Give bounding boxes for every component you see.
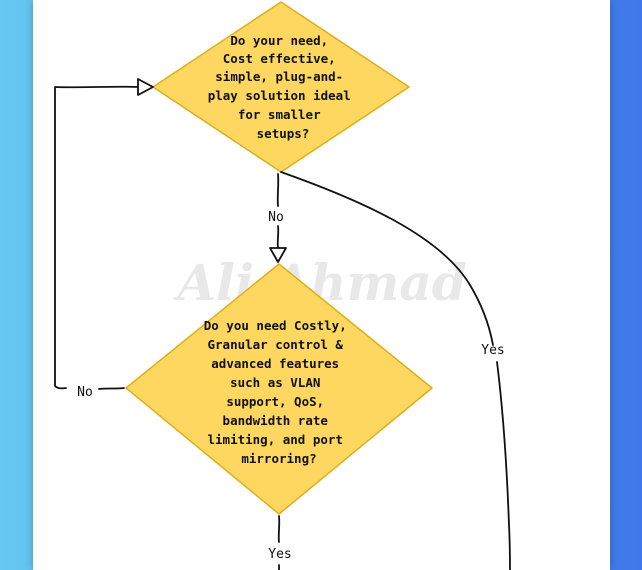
decision-q1-line: simple, plug-and- — [215, 69, 343, 84]
decision-q1-line: setups? — [257, 126, 310, 141]
decision-q1-line: Cost effective, — [223, 51, 336, 66]
decision-q2-line: Granular control & — [208, 337, 344, 352]
decision-q2-line: Do you need Costly, — [204, 318, 347, 333]
edge-q2-no — [54, 78, 154, 390]
edge-label-q2-yes: Yes — [268, 547, 291, 562]
decision-q2-line: such as VLAN — [230, 375, 320, 390]
decision-node-q1 — [152, 1, 410, 173]
decision-q2-line: bandwidth rate — [223, 413, 329, 428]
decision-q2-line: advanced features — [211, 356, 339, 371]
edge-q1-no — [269, 173, 287, 263]
decision-q1-line: for smaller — [238, 107, 321, 122]
decision-q1-text: Do your need, Cost effective, simple, pl… — [208, 33, 359, 141]
arrowhead-icon — [269, 247, 287, 263]
edge-label-q1-yes: Yes — [481, 343, 504, 358]
decision-q1-line: Do your need, — [230, 33, 328, 48]
decision-q2-line: mirroring? — [241, 451, 316, 466]
arrowhead-icon — [137, 78, 154, 96]
edge-label-q1-no: No — [268, 210, 284, 225]
edge-q1-yes — [280, 171, 511, 570]
edge-label-q2-no: No — [77, 385, 93, 400]
decision-q2-text: Do you need Costly, Granular control & a… — [204, 318, 355, 466]
decision-q2-line: limiting, and port — [208, 432, 343, 447]
decision-node-q2 — [125, 263, 433, 515]
decision-q1-line: play solution ideal — [208, 88, 351, 103]
decision-q2-line: support, QoS, — [226, 394, 324, 409]
